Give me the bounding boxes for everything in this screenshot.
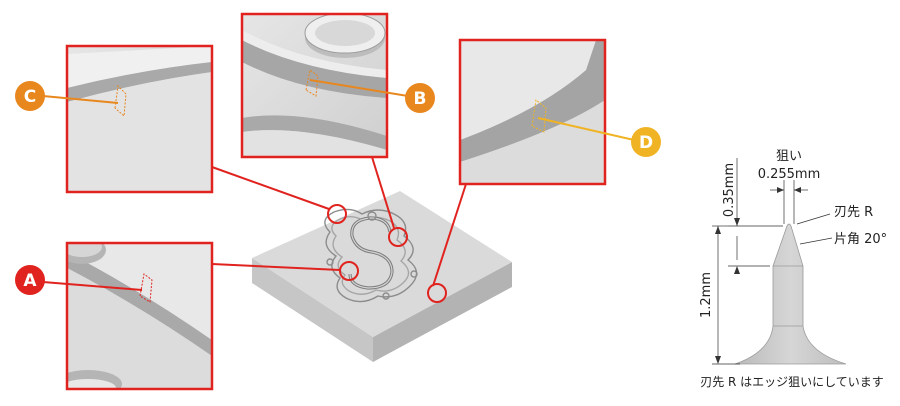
- workpiece-block: [252, 191, 512, 362]
- callout-b-label: B: [414, 89, 427, 109]
- tool-body: [734, 223, 847, 365]
- target-circles: [327, 204, 447, 303]
- aim-value: 0.255mm: [758, 167, 821, 182]
- half-angle-label: 片角 20°: [834, 232, 887, 247]
- target-circle-b: [388, 227, 408, 247]
- callout-c-label: C: [24, 87, 36, 107]
- tool-note: 刃先 R はエッジ狙いにしています: [700, 375, 884, 389]
- callout-a: A: [15, 265, 143, 295]
- callout-b: B: [309, 79, 435, 113]
- shank-height-label: 1.2mm: [699, 272, 714, 318]
- tip-radius-label: 刃先 R: [834, 205, 873, 220]
- tip-height-label: 0.35mm: [722, 163, 737, 217]
- callout-c: C: [15, 81, 119, 111]
- callout-d: D: [537, 117, 661, 157]
- zoom-panel-d: [458, 38, 607, 186]
- block-right-face: [373, 262, 512, 362]
- target-circle-a: [339, 261, 359, 281]
- target-circle-d: [427, 283, 447, 303]
- zoom-panel-c: [65, 44, 214, 194]
- tool-diagram: 狙い 0.255mm 0.35mm 1.2mm 刃先 R 片角 20° 刃先 R…: [699, 149, 887, 389]
- engraved-pattern: [324, 208, 418, 303]
- block-top-face: [252, 191, 512, 337]
- callout-a-label: A: [23, 271, 37, 291]
- zoom-panel-b: [240, 12, 389, 159]
- block-left-face: [252, 258, 373, 362]
- aim-label: 狙い: [776, 149, 802, 164]
- target-circle-c: [327, 204, 347, 224]
- callout-d-label: D: [639, 133, 653, 153]
- zoom-panel-a: [65, 241, 214, 391]
- leader-lines: [211, 156, 467, 287]
